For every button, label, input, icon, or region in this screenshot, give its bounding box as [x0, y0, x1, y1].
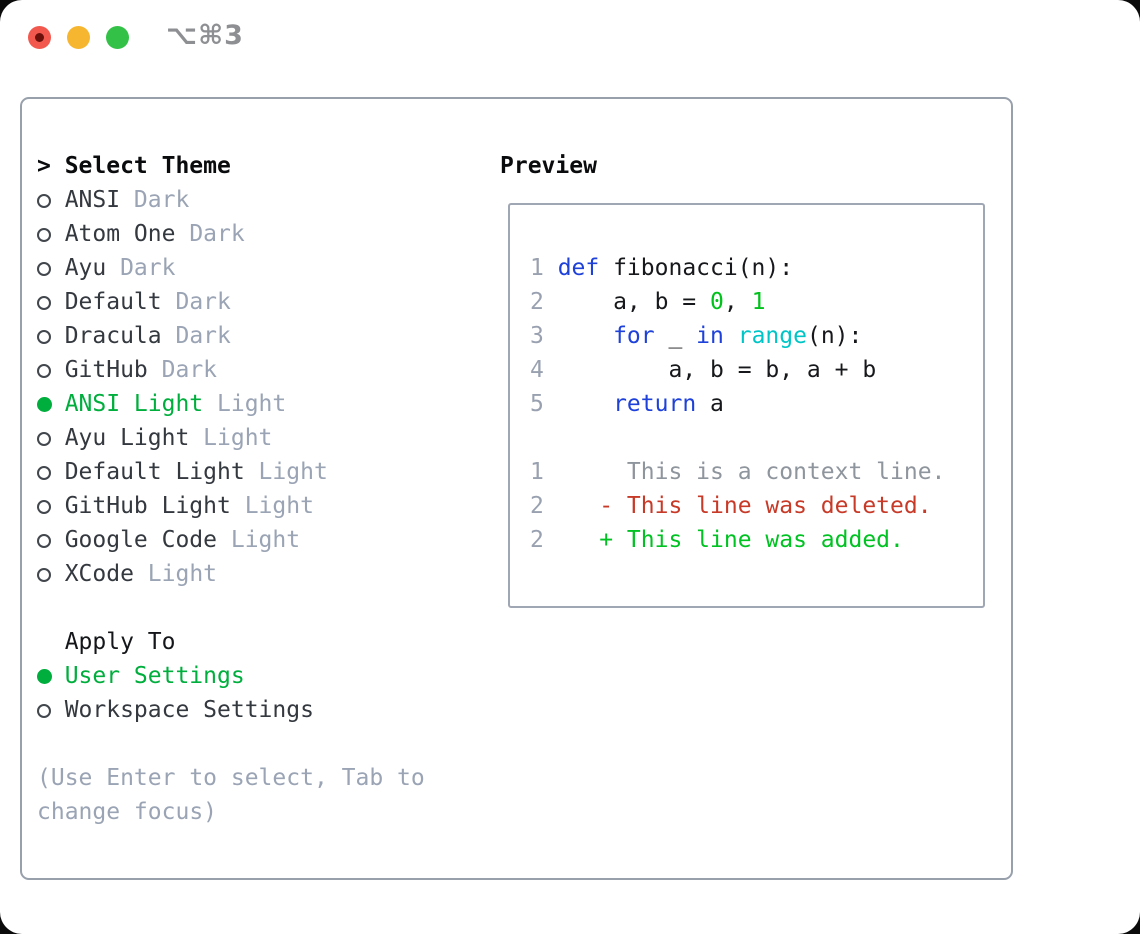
theme-variant-label: Dark [161, 289, 231, 315]
radio-icon [37, 432, 51, 446]
theme-variant-label: Light [217, 527, 301, 553]
line-number: 5 [530, 391, 544, 417]
hint-text: (Use Enter to select, Tab to [37, 765, 425, 791]
apply-to-header-row: Apply To [37, 625, 425, 659]
theme-option-label: Dracula [64, 323, 162, 349]
line-number: 1 [530, 255, 544, 281]
minimize-button[interactable] [67, 26, 90, 49]
close-button[interactable] [28, 26, 51, 49]
theme-variant-label: Light [244, 459, 328, 485]
theme-option-dracula[interactable]: Dracula Dark [37, 319, 425, 353]
theme-list-header-row: > Select Theme [37, 149, 425, 183]
theme-option-label: ANSI [64, 187, 121, 213]
theme-option-ayu-light[interactable]: Ayu Light Light [37, 421, 425, 455]
theme-option-label: ANSI Light [64, 391, 204, 417]
code-line: 2 + This line was added. [530, 523, 983, 557]
code-line: 1 This is a context line. [530, 455, 983, 489]
window-title: ⌥⌘3 [166, 20, 244, 51]
theme-option-label: Default [64, 289, 162, 315]
theme-option-default[interactable]: Default Dark [37, 285, 425, 319]
line-number: 3 [530, 323, 544, 349]
theme-variant-label: Light [133, 561, 218, 587]
radio-icon [37, 534, 51, 548]
theme-variant-label: Dark [120, 187, 190, 213]
apply-option-user-settings[interactable]: User Settings [37, 659, 425, 693]
theme-option-ansi[interactable]: ANSI Dark [37, 183, 425, 217]
radio-icon [37, 330, 51, 344]
code-line: 2 - This line was deleted. [530, 489, 983, 523]
line-number: 2 [530, 527, 544, 553]
radio-icon [37, 194, 51, 208]
theme-variant-label: Dark [147, 357, 218, 383]
apply-to-header: Apply To [64, 629, 176, 655]
code-line [530, 421, 983, 455]
theme-option-default-light[interactable]: Default Light Light [37, 455, 425, 489]
radio-selected-icon [37, 397, 52, 412]
theme-option-ayu[interactable]: Ayu Dark [37, 251, 425, 285]
theme-variant-label: Dark [106, 255, 176, 281]
theme-option-label: GitHub Light [64, 493, 231, 519]
theme-variant-label: Dark [161, 323, 231, 349]
apply-option-label: User Settings [64, 663, 245, 689]
theme-option-label: Atom One [64, 221, 176, 247]
theme-option-label: Default Light [64, 459, 245, 485]
radio-icon [37, 228, 51, 242]
selection-cursor-icon: > [37, 153, 51, 179]
radio-icon [37, 568, 51, 582]
spacer [37, 727, 425, 761]
radio-icon [37, 364, 51, 378]
theme-list-header: Select Theme [64, 153, 231, 179]
theme-option-github[interactable]: GitHub Dark [37, 353, 425, 387]
code-line: 5 return a [530, 387, 983, 421]
theme-option-label: Google Code [64, 527, 218, 553]
theme-option-atom-one[interactable]: Atom One Dark [37, 217, 425, 251]
theme-option-label: Ayu [64, 255, 107, 281]
line-number: 2 [530, 289, 544, 315]
apply-option-workspace-settings[interactable]: Workspace Settings [37, 693, 425, 727]
line-number: 4 [530, 357, 544, 383]
theme-option-google-code[interactable]: Google Code Light [37, 523, 425, 557]
preview-header: Preview [500, 153, 597, 179]
unsaved-dot-icon [35, 33, 44, 42]
radio-icon [37, 704, 51, 718]
title-bar: ⌥⌘3 [0, 0, 1140, 76]
theme-variant-label: Light [189, 425, 273, 451]
line-number: 2 [530, 493, 544, 519]
theme-option-label: GitHub [64, 357, 148, 383]
zoom-button[interactable] [106, 26, 129, 49]
theme-option-xcode[interactable]: XCode Light [37, 557, 425, 591]
theme-option-label: XCode [64, 561, 134, 587]
radio-selected-icon [37, 669, 52, 684]
code-line: 3 for _ in range(n): [530, 319, 983, 353]
theme-variant-label: Light [230, 493, 314, 519]
apply-option-label: Workspace Settings [64, 697, 314, 723]
theme-option-github-light[interactable]: GitHub Light Light [37, 489, 425, 523]
theme-option-ansi-light[interactable]: ANSI Light Light [37, 387, 425, 421]
code-line: 2 a, b = 0, 1 [530, 285, 983, 319]
spacer [37, 591, 425, 625]
radio-icon [37, 262, 51, 276]
hint-text: change focus) [37, 799, 218, 825]
radio-icon [37, 296, 51, 310]
theme-variant-label: Light [203, 391, 287, 417]
theme-option-label: Ayu Light [64, 425, 190, 451]
radio-icon [37, 466, 51, 480]
line-number: 1 [530, 459, 544, 485]
radio-icon [37, 500, 51, 514]
code-line: 4 a, b = b, a + b [530, 353, 983, 387]
theme-variant-label: Dark [175, 221, 245, 247]
